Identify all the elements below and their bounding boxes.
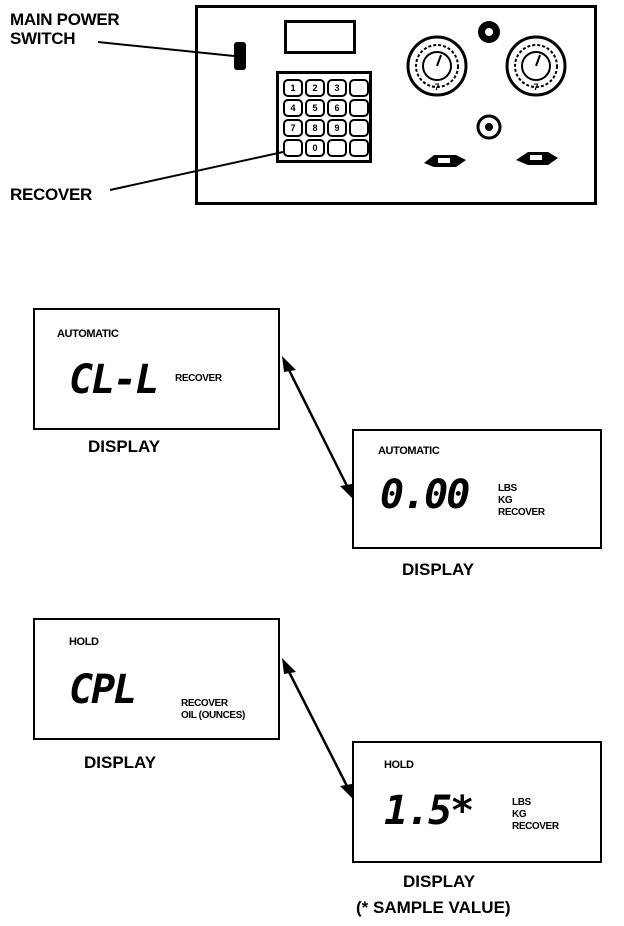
recover-label: RECOVER xyxy=(10,185,92,204)
display-caption: DISPLAY xyxy=(403,872,476,891)
unit-recover: RECOVER xyxy=(512,821,559,832)
keypad: 1 2 3 4 5 6 7 8 9 0 xyxy=(276,71,372,163)
recover-leader xyxy=(109,151,284,191)
unit-kg: KG xyxy=(498,495,513,506)
main-power-switch-leader xyxy=(97,41,235,57)
unit-lbs: LBS xyxy=(512,797,531,808)
sample-value-note: (* SAMPLE VALUE) xyxy=(356,898,511,917)
right-pressure-gauge xyxy=(505,35,567,97)
gauge-label: 7 xyxy=(533,82,538,92)
display-value: CL-L xyxy=(69,357,159,403)
key-blank-3[interactable] xyxy=(349,119,369,137)
display-automatic-cl-l: AUTOMATIC CL-L RECOVER xyxy=(33,308,280,430)
key-9[interactable]: 9 xyxy=(327,119,347,137)
display-value: CPL xyxy=(69,667,137,713)
main-power-switch-label-line1: MAIN POWER xyxy=(10,10,120,29)
gauge-label: 7 xyxy=(434,82,439,92)
key-blank-1[interactable] xyxy=(349,79,369,97)
top-knob xyxy=(478,21,500,43)
display-units: LBS KG RECOVER xyxy=(498,483,545,519)
unit-kg: KG xyxy=(512,809,527,820)
key-blank-5[interactable] xyxy=(349,139,369,157)
unit-recover: RECOVER xyxy=(498,507,545,518)
display-mode: AUTOMATIC xyxy=(57,328,119,340)
key-3[interactable]: 3 xyxy=(327,79,347,97)
key-2[interactable]: 2 xyxy=(305,79,325,97)
unit-lbs: LBS xyxy=(498,483,517,494)
display-caption: DISPLAY xyxy=(88,437,161,456)
key-6[interactable]: 6 xyxy=(327,99,347,117)
key-blank-4[interactable] xyxy=(327,139,347,157)
center-knob xyxy=(476,114,502,140)
main-power-switch[interactable] xyxy=(234,42,246,70)
key-0[interactable]: 0 xyxy=(305,139,325,157)
unit-recover: RECOVER xyxy=(175,373,222,384)
left-valve xyxy=(424,155,466,167)
display-units: LBS KG RECOVER xyxy=(512,797,559,833)
display-hold-weight: HOLD 1.5* LBS KG RECOVER xyxy=(352,741,602,863)
display-units: RECOVER OIL (OUNCES) xyxy=(181,698,245,722)
main-power-switch-label-line2: SWITCH xyxy=(10,29,76,48)
display-value: 0.00 xyxy=(380,472,470,518)
toggle-arrow-automatic xyxy=(282,356,354,500)
display-caption: DISPLAY xyxy=(84,753,157,772)
key-1[interactable]: 1 xyxy=(283,79,303,97)
display-mode: AUTOMATIC xyxy=(378,445,440,457)
unit-recover: RECOVER xyxy=(181,698,228,709)
display-caption: DISPLAY xyxy=(402,560,475,579)
key-4[interactable]: 4 xyxy=(283,99,303,117)
toggle-arrow-hold xyxy=(282,658,354,800)
main-power-switch-label: MAIN POWER SWITCH xyxy=(10,10,120,48)
recover-key[interactable] xyxy=(283,139,303,157)
key-7[interactable]: 7 xyxy=(283,119,303,137)
display-units: RECOVER xyxy=(175,373,222,385)
display-mode: HOLD xyxy=(69,636,99,648)
control-panel xyxy=(195,5,597,205)
display-hold-cpl: HOLD CPL RECOVER OIL (OUNCES) xyxy=(33,618,280,740)
key-8[interactable]: 8 xyxy=(305,119,325,137)
key-blank-2[interactable] xyxy=(349,99,369,117)
unit-oil-ounces: OIL (OUNCES) xyxy=(181,710,245,721)
panel-display-window xyxy=(284,20,356,54)
display-mode: HOLD xyxy=(384,759,414,771)
right-valve xyxy=(516,152,558,165)
display-automatic-weight: AUTOMATIC 0.00 LBS KG RECOVER xyxy=(352,429,602,549)
key-5[interactable]: 5 xyxy=(305,99,325,117)
left-pressure-gauge xyxy=(406,35,468,97)
display-value: 1.5* xyxy=(384,788,474,834)
